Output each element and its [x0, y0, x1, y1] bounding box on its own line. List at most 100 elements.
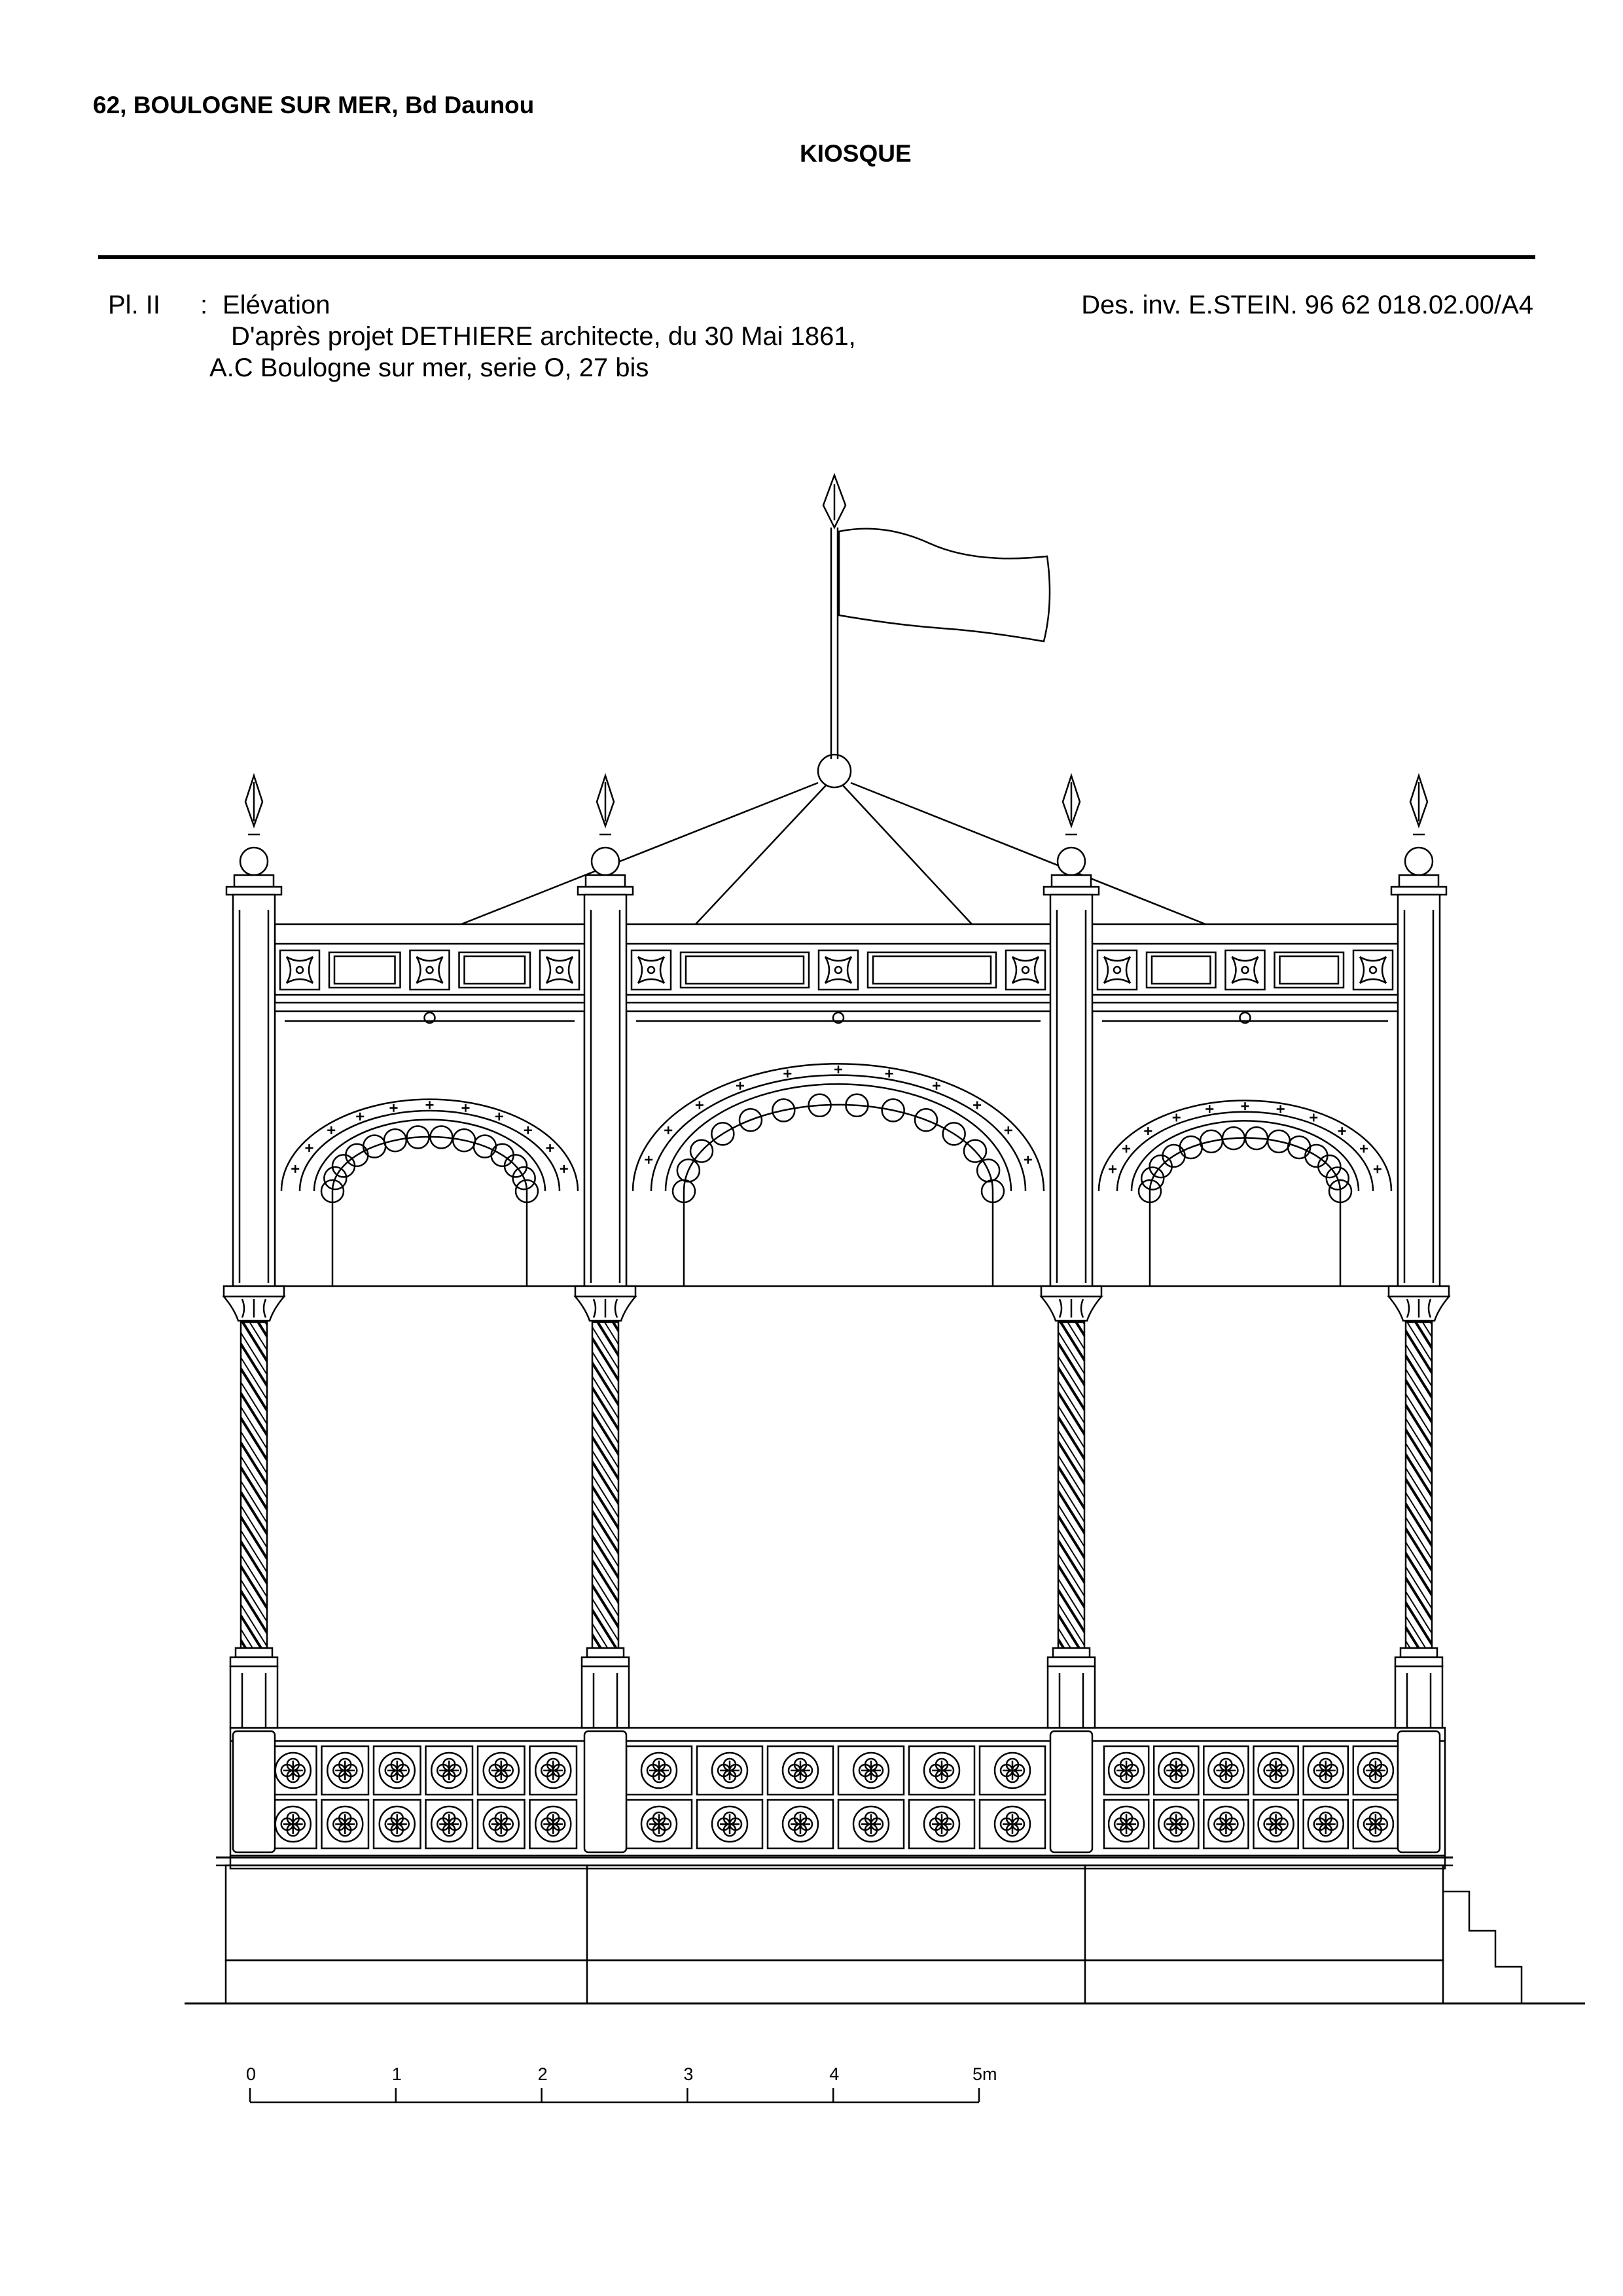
- arch-cross: [973, 1101, 982, 1109]
- column-3: [1039, 772, 1103, 1854]
- quatrefoil-panel: [1152, 1745, 1200, 1796]
- quatrefoil-panel: [425, 1799, 474, 1850]
- frieze-rosette: [630, 949, 672, 991]
- keystone: [423, 1011, 436, 1024]
- quatrefoil-panel: [1352, 1745, 1399, 1796]
- arch-cusp: [942, 1122, 966, 1146]
- arch-cross: [461, 1103, 470, 1112]
- quatrefoil-panel: [321, 1745, 370, 1796]
- scale-bar: [249, 2088, 980, 2104]
- rosette-motif: [637, 956, 666, 984]
- quatrefoil-panel: [696, 1745, 764, 1796]
- source-line-2: A.C Boulogne sur mer, serie O, 27 bis: [209, 353, 649, 382]
- arch-cross: [1004, 1126, 1012, 1134]
- arch-cusp: [1325, 1166, 1350, 1191]
- arch-cusp: [406, 1125, 430, 1149]
- quatrefoil-panel: [425, 1745, 474, 1796]
- view-name: Elévation: [223, 291, 330, 319]
- arch-cross: [1338, 1127, 1346, 1136]
- arch-cross: [933, 1081, 940, 1090]
- quatrefoil-panel: [476, 1745, 526, 1796]
- scale-label: 2: [538, 2064, 548, 2084]
- frieze-panel: [1145, 951, 1217, 989]
- rosette-motif: [824, 956, 853, 984]
- frieze-panel: [679, 951, 810, 989]
- arch-cross: [425, 1101, 434, 1109]
- arch-opening: [683, 1103, 994, 1286]
- arch-cross: [524, 1126, 532, 1134]
- arch-cusp: [503, 1154, 528, 1178]
- arch-ring: [664, 1083, 1012, 1192]
- quatrefoil-panel: [696, 1799, 764, 1850]
- arch-cusp: [512, 1166, 536, 1191]
- arch-cusp: [980, 1179, 1005, 1204]
- arch-cross: [695, 1101, 704, 1109]
- arch-cross: [305, 1144, 313, 1153]
- arch-cusp: [383, 1128, 408, 1153]
- quatrefoil-panel: [978, 1745, 1046, 1796]
- arch-cusp: [1328, 1179, 1353, 1204]
- arch-cross: [389, 1103, 398, 1112]
- caption-separator: :: [200, 291, 208, 319]
- frieze-rosette: [539, 949, 580, 991]
- bay-3: [1091, 949, 1399, 1287]
- arch-outer: [632, 1063, 1045, 1192]
- quatrefoil-panel: [476, 1799, 526, 1850]
- quatrefoil-panel: [1352, 1799, 1399, 1850]
- arch-ring: [298, 1109, 561, 1192]
- scale-label: 3: [683, 2064, 693, 2084]
- flag: [838, 528, 1051, 643]
- quatrefoil-panel: [1203, 1745, 1249, 1796]
- arch-cusp: [772, 1098, 796, 1122]
- frieze-rosette: [1224, 949, 1266, 991]
- arch-cusp: [689, 1139, 714, 1163]
- arch-cross: [1172, 1113, 1181, 1122]
- header-rule: [98, 255, 1535, 259]
- arch-cross: [1122, 1145, 1131, 1153]
- column-base: [234, 1647, 274, 1659]
- quatrefoil-panel: [321, 1799, 370, 1850]
- scale-label: 4: [829, 2064, 839, 2084]
- quatrefoil-panel: [625, 1799, 693, 1850]
- arch-outer: [280, 1098, 579, 1192]
- quatrefoil-panel: [372, 1745, 421, 1796]
- arch-cross: [495, 1112, 503, 1121]
- rosette-motif: [1359, 956, 1387, 984]
- frieze-rosette: [1352, 949, 1394, 991]
- finial-ball: [590, 846, 620, 876]
- arcade: [274, 949, 1399, 1287]
- quatrefoil-panel: [529, 1799, 578, 1850]
- arch-cross: [1241, 1102, 1249, 1111]
- balustrade-bay-3: [1103, 1745, 1399, 1850]
- column-base: [586, 1647, 625, 1659]
- frieze-panel: [866, 951, 997, 989]
- arch-cross: [885, 1069, 893, 1078]
- frieze-panel: [1274, 951, 1345, 989]
- arch-cusp: [429, 1125, 454, 1149]
- twisted-shaft: [240, 1321, 268, 1649]
- arch-cusp: [320, 1179, 345, 1204]
- quatrefoil-panel: [1103, 1799, 1150, 1850]
- drawing-reference: Des. inv. E.STEIN. 96 62 018.02.00/A4: [1081, 291, 1533, 319]
- quatrefoil-panel: [268, 1799, 317, 1850]
- plinth: [216, 1856, 1453, 2005]
- arch-cusp: [711, 1122, 735, 1146]
- mast-ball: [817, 753, 852, 789]
- rosette-motif: [1011, 956, 1040, 984]
- frieze-rosette: [1096, 949, 1138, 991]
- frieze-rosette: [1005, 949, 1046, 991]
- finial-ball: [239, 846, 269, 876]
- arch-cross: [664, 1126, 673, 1134]
- scale-label: 1: [392, 2064, 402, 2084]
- arch-cusp: [323, 1166, 348, 1191]
- arch-cross: [356, 1112, 365, 1121]
- arch-cross: [1205, 1105, 1214, 1113]
- arch-cusp: [1140, 1166, 1165, 1191]
- arch-cusp: [808, 1093, 832, 1118]
- arch-opening: [331, 1136, 528, 1286]
- balustrade-post: [232, 1730, 276, 1854]
- finial-ball: [1056, 846, 1086, 876]
- arch-cross: [1359, 1145, 1368, 1153]
- twisted-shaft: [591, 1321, 620, 1649]
- arch-cusp: [914, 1107, 938, 1132]
